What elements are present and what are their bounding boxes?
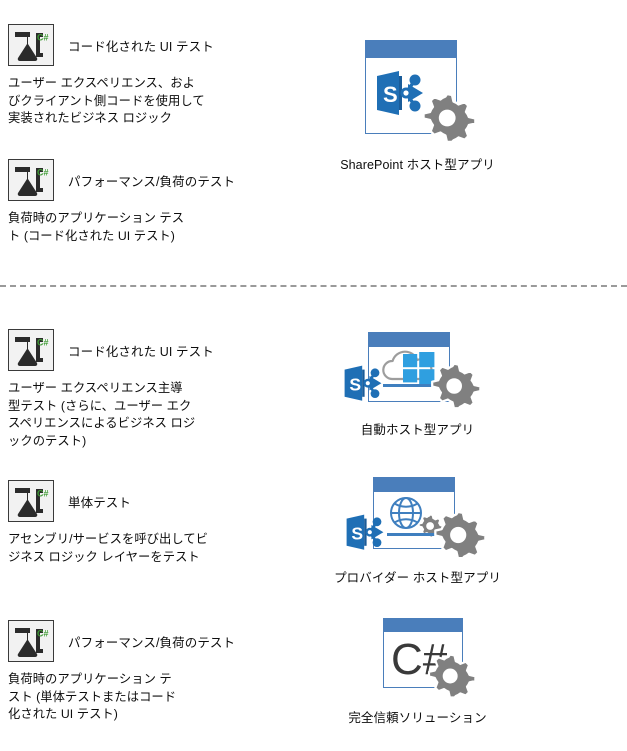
app-item-provider-hosted: S プロバイダー ホスト型アプリ: [305, 477, 530, 586]
svg-text:C#: C#: [37, 167, 49, 177]
svg-text:S: S: [349, 374, 361, 394]
app-caption: プロバイダー ホスト型アプリ: [334, 571, 501, 585]
test-title: コード化された UI テスト: [68, 39, 214, 54]
app-item-full-trust: C# 完全信頼ソリューション: [305, 618, 530, 726]
app-item-sharepoint-hosted: S SharePoint ホスト型アプリ: [305, 38, 530, 173]
svg-text:C#: C#: [37, 337, 49, 347]
browser-window: [382, 618, 463, 688]
cloud-icon: [381, 350, 432, 381]
connector-line: [382, 384, 445, 387]
test-description: 負荷時のアプリケーション テ スト (単体テストまたはコード 化された UI テ…: [8, 672, 177, 721]
test-item-coded-ui-top: C# コード化された UI テスト ユーザー エクスペリエンス、およ びクライア…: [8, 22, 214, 128]
svg-text:S: S: [351, 523, 363, 543]
gear-icon: [427, 653, 476, 699]
test-title: パフォーマンス/負荷のテスト: [68, 174, 236, 189]
test-item-coded-ui-bottom: C# コード化された UI テスト ユーザー エクスペリエンス主導 型テスト (…: [8, 327, 214, 450]
coded-ui-test-icon: C#: [8, 329, 54, 371]
app-caption: 自動ホスト型アプリ: [360, 423, 475, 437]
test-header: C# パフォーマンス/負荷のテスト: [8, 157, 235, 203]
window-title-bar: [383, 619, 462, 632]
test-item-perf-load-bottom: C# パフォーマンス/負荷のテスト 負荷時のアプリケーション テ スト (単体テ…: [8, 618, 235, 724]
coded-ui-test-icon: C#: [8, 24, 54, 66]
window-title-bar: [365, 41, 456, 58]
performance-load-test-icon: C#: [8, 620, 54, 662]
test-title: パフォーマンス/負荷のテスト: [68, 635, 236, 650]
app-caption: 完全信頼ソリューション: [348, 711, 487, 725]
svg-text:S: S: [383, 82, 398, 107]
window-title-bar: [368, 333, 449, 347]
test-description: アセンブリ/サービスを呼び出してビ ジネス ロジック レイヤーをテスト: [8, 532, 209, 564]
test-header: C# コード化された UI テスト: [8, 327, 214, 373]
svg-text:C#: C#: [37, 32, 49, 42]
sharepoint-hosted-app-icon: S: [353, 38, 483, 148]
window-title-bar: [373, 478, 454, 492]
test-item-perf-load-top: C# パフォーマンス/負荷のテスト 負荷時のアプリケーション テス ト (コード…: [8, 157, 235, 245]
unit-test-icon: C#: [8, 480, 54, 522]
test-item-unit-test: C# 単体テスト アセンブリ/サービスを呼び出してビ ジネス ロジック レイヤー…: [8, 478, 208, 566]
sharepoint-logo: S: [376, 71, 423, 115]
app-item-auto-hosted: S 自動ホスト型アプリ: [305, 332, 530, 438]
gear-icon: [421, 92, 477, 144]
sharepoint-logo: S: [346, 514, 383, 550]
app-caption: SharePoint ホスト型アプリ: [340, 158, 495, 172]
svg-text:C#: C#: [37, 628, 49, 638]
test-header: C# パフォーマンス/負荷のテスト: [8, 618, 235, 664]
section-divider: [0, 285, 627, 287]
connector-line: [386, 533, 449, 536]
windows-logo-icon: [402, 352, 434, 385]
globe-icon: [389, 497, 422, 529]
provider-hosted-app-icon: S: [343, 477, 493, 560]
test-description: 負荷時のアプリケーション テス ト (コード化された UI テスト): [8, 211, 185, 243]
sharepoint-logo: S: [344, 365, 381, 401]
test-title: 単体テスト: [68, 495, 132, 510]
auto-hosted-app-icon: S: [343, 332, 493, 410]
test-header: C# 単体テスト: [8, 478, 208, 524]
test-header: C# コード化された UI テスト: [8, 22, 214, 68]
gear-icon: [433, 510, 487, 560]
performance-load-test-icon: C#: [8, 159, 54, 201]
test-description: ユーザー エクスペリエンス、およ びクライアント側コードを使用して 実装されたビ…: [8, 76, 205, 125]
svg-text:C#: C#: [37, 488, 49, 498]
gear-icon: [430, 362, 481, 410]
full-trust-solution-icon: C#: [353, 618, 483, 699]
test-description: ユーザー エクスペリエンス主導 型テスト (さらに、ユーザー エク スペリエンス…: [8, 381, 196, 448]
test-title: コード化された UI テスト: [68, 344, 214, 359]
